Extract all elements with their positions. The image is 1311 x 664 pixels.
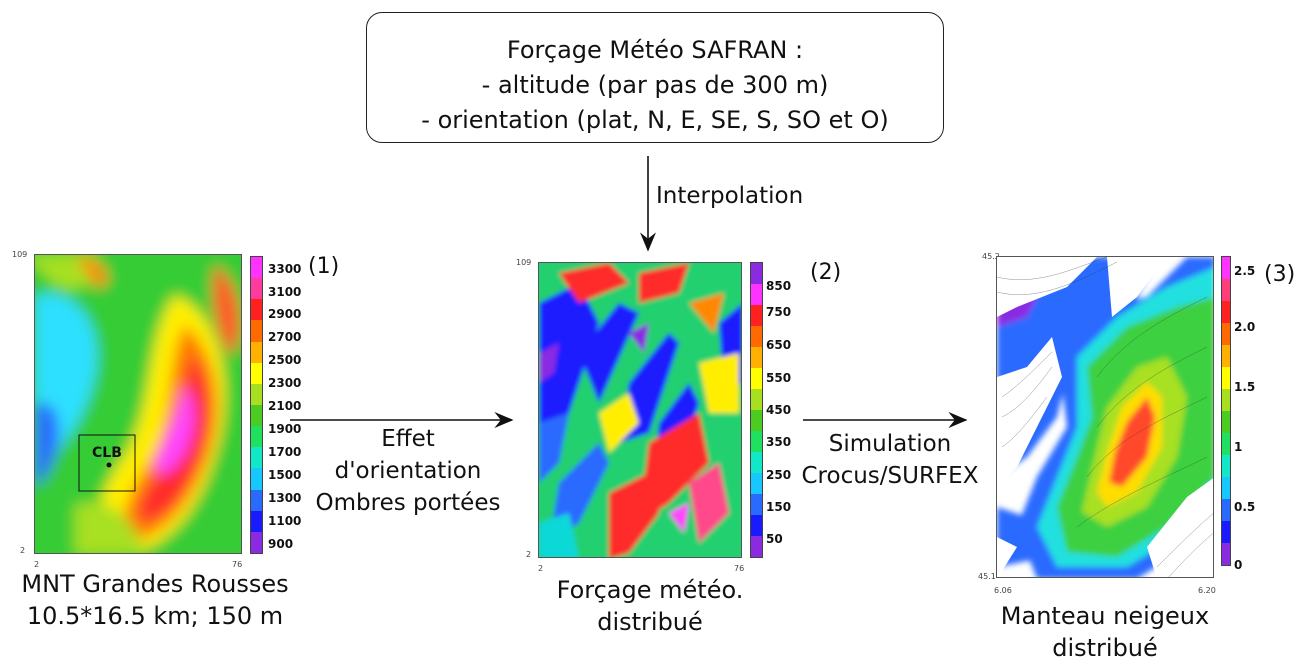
orientation-effect-label: Effet d'orientation Ombres portées [298, 423, 518, 519]
panel1-axis-x-left: 2 [34, 560, 40, 569]
panel2-caption: Forçage météo. distribué [530, 574, 770, 638]
tick-label: 1300 [268, 491, 302, 505]
snowpack-colorbar-ticks: 2.5 2.0 1.5 1 0.5 0 [1234, 256, 1274, 572]
tick-label: 1 [1234, 440, 1243, 454]
panel3-axis-y-top: 45.2 [982, 252, 1000, 261]
tick-label: 250 [766, 468, 792, 482]
tick-label: 1700 [268, 445, 302, 459]
safran-altitude-line: - altitude (par pas de 300 m) [481, 71, 829, 99]
orientation-label-line2: d'orientation [334, 458, 482, 484]
tick-label: 850 [766, 279, 792, 293]
tick-label: 1.5 [1234, 380, 1256, 394]
panel2-axis-x-right: 76 [734, 564, 745, 573]
tick-label: 2500 [268, 353, 302, 367]
panel1-number: (1) [308, 254, 340, 279]
tick-label: 50 [766, 532, 783, 546]
safran-orientation-line: - orientation (plat, N, E, SE, S, SO et … [421, 106, 889, 134]
tick-label: 1500 [268, 468, 302, 482]
tick-label: 550 [766, 371, 792, 385]
tick-label: 650 [766, 338, 792, 352]
tick-label: 0 [1234, 558, 1243, 572]
simulation-label-line2: Crocus/SURFEX [801, 463, 979, 489]
dem-colorbar-ticks: 3300 3100 2900 2700 2500 2300 2100 1900 … [268, 256, 308, 554]
panel2-caption-line2: distribué [597, 608, 703, 636]
tick-label: 2300 [268, 376, 302, 390]
simulation-label: Simulation Crocus/SURFEX [790, 428, 990, 492]
panel3-axis-y-bottom: 45.1 [978, 572, 996, 581]
panel2-caption-line1: Forçage météo. [556, 576, 744, 604]
interpolation-label: Interpolation [656, 183, 804, 209]
panel1-axis-y-bottom: 2 [20, 546, 26, 555]
panel1-caption-line2: 10.5*16.5 km; 150 m [26, 602, 284, 630]
dem-colorbar [250, 256, 263, 554]
panel3-axis-x-left: 6.06 [994, 586, 1012, 595]
snowpack-map [996, 256, 1214, 578]
tick-label: 750 [766, 305, 792, 319]
dem-map [34, 254, 242, 554]
tick-label: 900 [268, 537, 294, 551]
tick-label: 2700 [268, 330, 302, 344]
tick-label: 2.5 [1234, 264, 1256, 278]
panel2-axis-x-left: 2 [538, 564, 544, 573]
panel3-caption-line1: Manteau neigeux [1000, 602, 1210, 630]
tick-label: 3300 [268, 262, 302, 276]
tick-label: 2100 [268, 399, 302, 413]
safran-forcing-box: Forçage Météo SAFRAN : - altitude (par p… [366, 12, 944, 143]
safran-title: Forçage Météo SAFRAN : [506, 36, 804, 64]
tick-label: 3100 [268, 285, 302, 299]
tick-label: 2900 [268, 307, 302, 321]
panel3-caption-line2: distribué [1052, 634, 1158, 662]
tick-label: 1900 [268, 422, 302, 436]
orientation-label-line1: Effet [381, 426, 435, 452]
panel1-axis-y-top: 109 [12, 250, 28, 259]
panel2-axis-y-top: 109 [516, 258, 532, 267]
panel1-caption: MNT Grandes Rousses 10.5*16.5 km; 150 m [10, 568, 300, 632]
panel3-caption: Manteau neigeux distribué [975, 600, 1235, 664]
forcing-colorbar-ticks: 850 750 650 550 450 350 250 150 50 [766, 262, 806, 558]
panel3-number: (3) [1264, 262, 1296, 287]
forcing-map [538, 262, 742, 558]
tick-label: 0.5 [1234, 500, 1256, 514]
tick-label: 2.0 [1234, 320, 1256, 334]
panel2-axis-y-bottom: 2 [526, 550, 532, 559]
panel2-number: (2) [810, 260, 842, 285]
simulation-label-line1: Simulation [828, 431, 952, 457]
snowpack-colorbar [1221, 256, 1231, 566]
orientation-label-line3: Ombres portées [315, 490, 501, 516]
forcing-colorbar [750, 262, 763, 558]
tick-label: 1100 [268, 514, 302, 528]
panel1-caption-line1: MNT Grandes Rousses [21, 570, 289, 598]
panel3-axis-x-right: 6.20 [1198, 586, 1216, 595]
tick-label: 450 [766, 403, 792, 417]
panel1-axis-x-right: 76 [232, 560, 243, 569]
tick-label: 350 [766, 435, 792, 449]
tick-label: 150 [766, 500, 792, 514]
clb-marker-label: CLB [92, 445, 122, 461]
